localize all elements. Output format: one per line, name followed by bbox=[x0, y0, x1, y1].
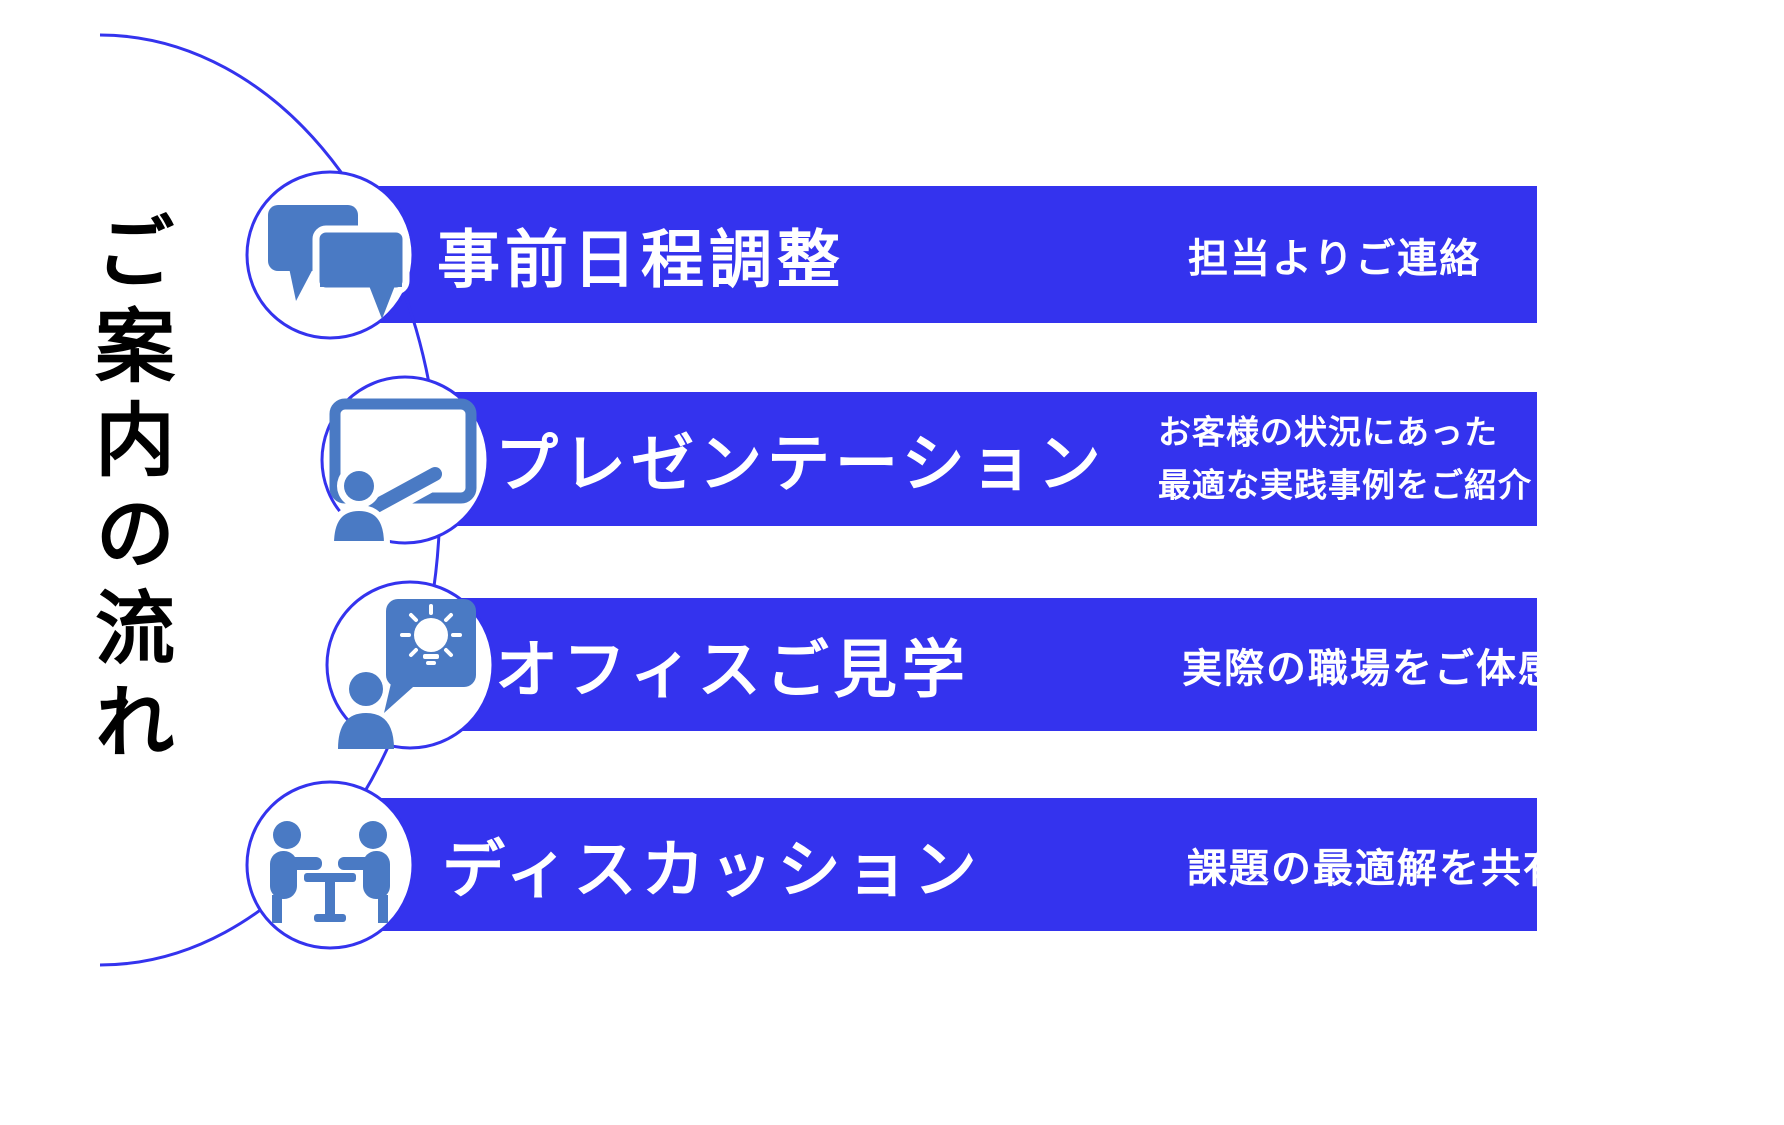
step-bar-1: 事前日程調整 担当よりご連絡 bbox=[355, 186, 1537, 323]
step-description: 担当よりご連絡 bbox=[1188, 226, 1481, 284]
step-description-line: 最適な実践事例をご紹介 bbox=[1158, 467, 1532, 504]
step-description-line: お客様の状況にあった bbox=[1158, 413, 1498, 451]
step-description-line: 課題の最適解を共有 bbox=[1187, 846, 1565, 891]
step-bar-2: プレゼンテーション お客様の状況にあった 最適な実践事例をご紹介 bbox=[422, 392, 1537, 526]
step-description: 課題の最適解を共有 bbox=[1187, 836, 1565, 894]
step-description-line: 担当よりご連絡 bbox=[1188, 236, 1482, 281]
step-description-line: 実際の職場をご体感 bbox=[1182, 646, 1560, 691]
step-description: お客様の状況にあった 最適な実践事例をご紹介 bbox=[1158, 406, 1532, 513]
step-bar-4: ディスカッション 課題の最適解を共有 bbox=[355, 798, 1563, 931]
step-bar-3: オフィスご見学 実際の職場をご体感 bbox=[428, 598, 1558, 731]
step-title: プレゼンテーション bbox=[495, 429, 1106, 500]
page-title: ご案内の流れ bbox=[84, 210, 173, 774]
step-title: 事前日程調整 bbox=[437, 225, 845, 295]
step-description: 実際の職場をご体感 bbox=[1182, 636, 1560, 694]
step-title: ディスカッション bbox=[442, 835, 982, 905]
step-title: オフィスご見学 bbox=[495, 635, 970, 705]
